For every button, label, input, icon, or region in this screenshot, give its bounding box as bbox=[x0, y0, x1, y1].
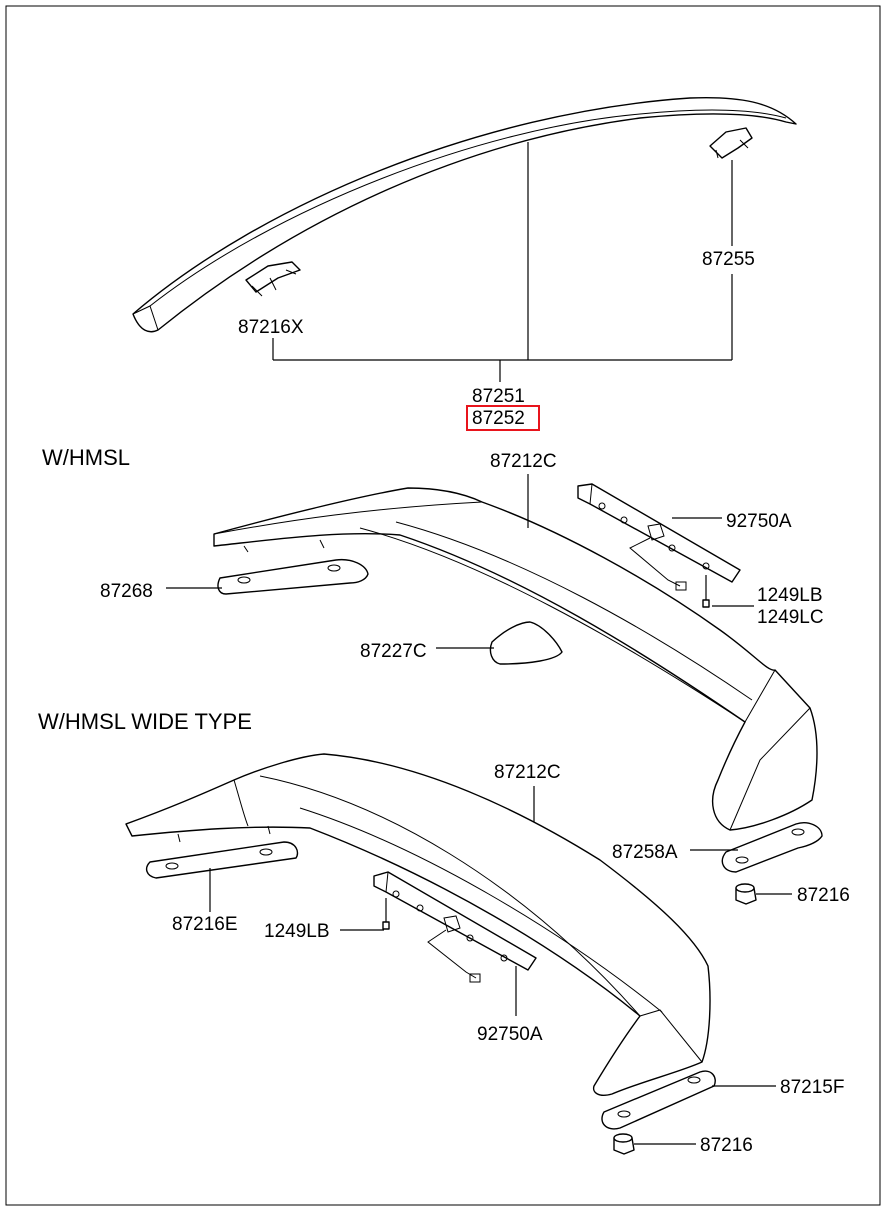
label-1249LB-b: 1249LB bbox=[264, 921, 330, 942]
highlight-box-87252 bbox=[466, 405, 540, 431]
label-87215F: 87215F bbox=[780, 1077, 844, 1098]
section-title-hmsl: W/HMSL bbox=[42, 445, 130, 470]
label-87216-a: 87216 bbox=[797, 885, 850, 906]
spoiler-wide bbox=[125, 753, 711, 1096]
spoiler-hmsl bbox=[213, 487, 818, 831]
nut-87216-a bbox=[735, 883, 757, 905]
screw-1249LB-a bbox=[702, 575, 710, 608]
label-87227C: 87227C bbox=[360, 641, 427, 662]
label-87251: 87251 bbox=[472, 386, 525, 407]
label-87258A: 87258A bbox=[612, 842, 678, 863]
label-1249LB-a: 1249LB bbox=[757, 585, 823, 606]
label-87212C-b: 87212C bbox=[494, 762, 561, 783]
screw-1249LB-b bbox=[382, 898, 390, 930]
leader-lines-middle bbox=[166, 474, 754, 649]
bracket-87258A bbox=[721, 822, 823, 873]
label-87216X: 87216X bbox=[238, 317, 304, 338]
label-87252[interactable]: 87252 bbox=[472, 408, 525, 429]
trim-molding bbox=[132, 96, 797, 333]
clip-87255 bbox=[709, 127, 753, 159]
label-87216E: 87216E bbox=[172, 914, 238, 935]
clip-87216X bbox=[245, 261, 301, 297]
label-92750A-a: 92750A bbox=[726, 511, 792, 532]
lamp-92750A-a bbox=[577, 483, 741, 591]
label-92750A-b: 92750A bbox=[477, 1024, 543, 1045]
bracket-87268 bbox=[217, 558, 369, 595]
cover-87227C bbox=[489, 621, 563, 665]
lamp-92750A-b bbox=[373, 871, 537, 983]
label-87216-b: 87216 bbox=[700, 1135, 753, 1156]
leader-lines-top bbox=[272, 142, 733, 382]
label-87268: 87268 bbox=[100, 581, 153, 602]
section-title-wide: W/HMSL WIDE TYPE bbox=[38, 709, 252, 734]
label-87212C-a: 87212C bbox=[490, 451, 557, 472]
page-border bbox=[5, 5, 881, 1206]
leader-lines-bottom bbox=[209, 786, 792, 1145]
label-87255: 87255 bbox=[702, 249, 755, 270]
bracket-87216E bbox=[145, 841, 299, 879]
label-1249LC: 1249LC bbox=[757, 607, 824, 628]
nut-87216-b bbox=[613, 1133, 635, 1155]
